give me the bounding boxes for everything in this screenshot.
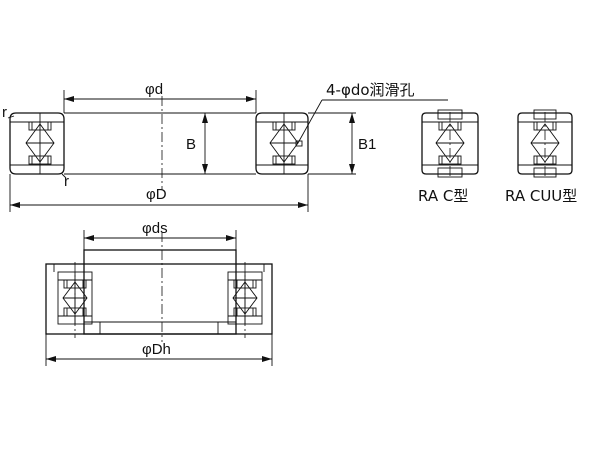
oil-hole-callout: 4-φdo润滑孔 xyxy=(297,81,448,144)
label-B: B xyxy=(186,136,196,153)
label-oil-hole: 4-φdo润滑孔 xyxy=(326,81,415,99)
type-cuu-section: RA CUU型 xyxy=(505,109,577,205)
label-d: φd xyxy=(145,81,163,98)
dim-B1: B1 xyxy=(308,112,376,175)
type-c-section: RA C型 xyxy=(418,109,479,205)
label-D: φD xyxy=(146,186,167,203)
mounting-assembly xyxy=(45,232,273,342)
right-ring-section xyxy=(255,112,309,175)
label-type-c: RA C型 xyxy=(418,187,468,205)
left-ring-section xyxy=(9,112,65,175)
label-ds: φds xyxy=(142,220,168,237)
dim-B: B xyxy=(186,113,208,174)
dim-Dh: φDh xyxy=(45,334,273,366)
label-r-bottom: r xyxy=(64,173,69,190)
dim-ds: φds xyxy=(83,220,237,250)
label-B1: B1 xyxy=(358,136,376,153)
label-type-cuu: RA CUU型 xyxy=(505,187,577,205)
label-Dh: φDh xyxy=(142,341,171,358)
label-r-top: r xyxy=(2,104,7,121)
dim-D: φD xyxy=(9,174,309,212)
dim-d: φd xyxy=(63,81,257,113)
